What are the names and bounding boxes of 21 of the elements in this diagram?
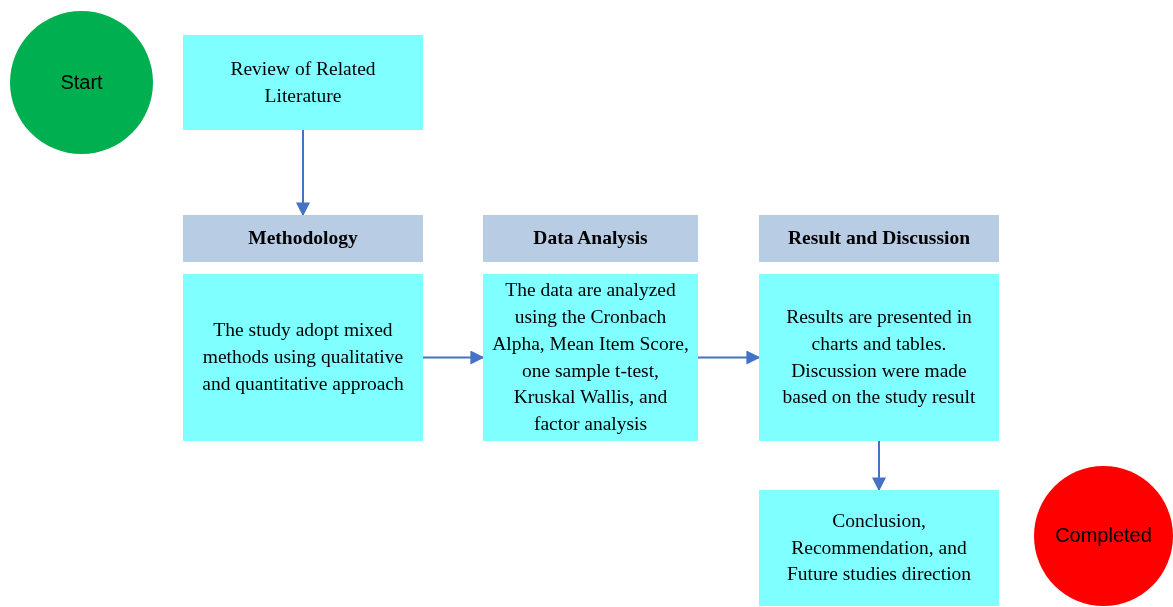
header-box xyxy=(183,215,423,262)
process-box xyxy=(183,274,423,441)
node-text: Result and Discussion xyxy=(787,226,971,251)
arrow xyxy=(697,350,761,365)
header-box xyxy=(759,215,999,262)
node-text: Completed xyxy=(1055,523,1152,549)
node-text: Data Analysis xyxy=(533,226,648,251)
process-box xyxy=(759,490,999,606)
arrow xyxy=(872,440,886,492)
arrow xyxy=(422,350,485,365)
node-text: Start xyxy=(60,69,103,95)
node-text: Results are presented in charts and tables. Discussion were made based on the study result xyxy=(781,304,977,410)
node-text: Review of Related Literature xyxy=(229,56,377,108)
process-box xyxy=(759,274,999,441)
header-box xyxy=(483,215,698,262)
node-text: Conclusion, Recommendation, and Future studies direction xyxy=(785,508,973,587)
arrow xyxy=(296,129,310,217)
process-box xyxy=(183,35,423,130)
node-text: The data are analyzed using the Cronbach Alpha, Mean Item Score, one sample t-test, Kruskal Wallis, and factor analysis xyxy=(491,277,690,437)
node-text: Methodology xyxy=(248,226,358,251)
node-text: The study adopt mixed methods using qualitative and quantitative approach xyxy=(201,318,405,396)
